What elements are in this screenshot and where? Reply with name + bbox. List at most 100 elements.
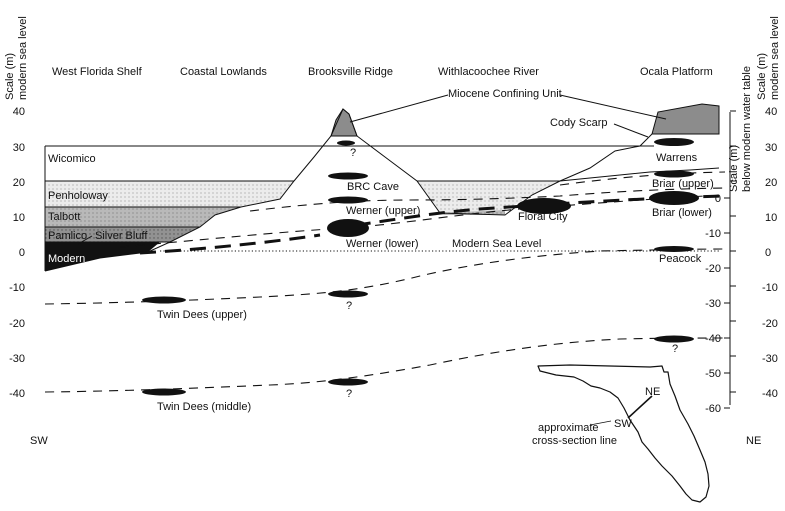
right-axis-sea-labels: 40 30 20 10 0 -10 -20 -30 -40 bbox=[762, 106, 778, 400]
inset-sw-label: SW bbox=[614, 418, 632, 430]
right-tick-neg30: -30 bbox=[762, 353, 778, 365]
pamlico-terrace bbox=[45, 227, 200, 242]
cave-briar-lower bbox=[649, 191, 699, 205]
label-twin-dees-middle: Twin Dees (middle) bbox=[157, 401, 251, 413]
water-tick-neg60: -60 bbox=[705, 403, 721, 415]
miocene-leader-left bbox=[349, 94, 449, 123]
right-axis-sea-ticks bbox=[730, 110, 736, 393]
region-brooksville-ridge: Brooksville Ridge bbox=[308, 66, 393, 78]
water-tick-neg50: -50 bbox=[705, 368, 721, 380]
cave-briar-upper bbox=[654, 170, 694, 178]
region-withlacoochee-river: Withlacoochee River bbox=[438, 66, 539, 78]
label-ne: NE bbox=[746, 435, 761, 447]
miocene-leader-right bbox=[559, 94, 667, 120]
label-penholoway: Penholoway bbox=[48, 190, 108, 202]
right-tick-20: 20 bbox=[765, 177, 777, 189]
cody-scarp-leader bbox=[613, 123, 649, 138]
cave-twin-dees-middle bbox=[142, 388, 186, 396]
cave-ridge-deep2 bbox=[328, 378, 368, 386]
label-miocene: Miocene Confining Unit bbox=[448, 88, 562, 100]
inset-caption-line1: approximate bbox=[538, 422, 599, 434]
left-tick-30: 30 bbox=[13, 142, 25, 154]
label-brc-cave: BRC Cave bbox=[347, 181, 399, 193]
cave-lenses bbox=[142, 138, 699, 396]
cave-floral-city bbox=[517, 198, 571, 214]
label-modern-sea-level: Modern Sea Level bbox=[452, 238, 541, 250]
label-floral-city: Floral City bbox=[518, 211, 568, 223]
silver-bluff-leader bbox=[77, 235, 93, 245]
cave-east-deep bbox=[654, 335, 694, 343]
right-tick-40: 40 bbox=[765, 106, 777, 118]
water-tick-neg20: -20 bbox=[705, 263, 721, 275]
question-ridge-top: ? bbox=[350, 147, 356, 159]
right-tick-neg20: -20 bbox=[762, 318, 778, 330]
terrace-lines bbox=[44, 145, 654, 271]
right-water-title-line2: below modern water table bbox=[741, 66, 753, 192]
dashed-line-upper-east bbox=[559, 171, 726, 186]
right-axes: 40 30 20 10 0 -10 -20 -30 -40 0 -10 -20 … bbox=[705, 16, 781, 415]
bold-dash-lower bbox=[139, 233, 321, 255]
right-tick-neg40: -40 bbox=[762, 388, 778, 400]
left-axis-title-line1: Scale (m) bbox=[4, 53, 16, 100]
question-ridge-deep1: ? bbox=[346, 300, 352, 312]
label-wicomico: Wicomico bbox=[48, 153, 96, 165]
inset-sw-leader bbox=[589, 420, 612, 426]
region-west-florida-shelf: West Florida Shelf bbox=[52, 66, 143, 78]
left-tick-0: 0 bbox=[19, 247, 25, 259]
cave-warrens bbox=[654, 138, 694, 146]
question-east-deep: ? bbox=[672, 343, 678, 355]
label-pamlico: Pamlico bbox=[48, 230, 87, 242]
florida-inset-map: NE SW approximate cross-section line bbox=[532, 364, 710, 503]
label-briar-upper: Briar (upper) bbox=[652, 178, 714, 190]
water-tick-neg40: -40 bbox=[705, 333, 721, 345]
ground-profile-east bbox=[559, 167, 720, 182]
inset-caption-line2: cross-section line bbox=[532, 435, 617, 447]
label-cody-scarp: Cody Scarp bbox=[550, 117, 607, 129]
question-ridge-deep2: ? bbox=[346, 388, 352, 400]
right-water-title-line1: Scale (m) bbox=[728, 145, 740, 192]
cave-ridge-deep1 bbox=[328, 290, 368, 298]
water-tick-0: 0 bbox=[715, 193, 721, 205]
left-tick-10: 10 bbox=[13, 212, 25, 224]
penholoway-river-fill bbox=[417, 181, 560, 213]
label-silver-bluff: Silver Bluff bbox=[95, 230, 148, 242]
water-tick-neg30: -30 bbox=[705, 298, 721, 310]
ground-profile-west bbox=[44, 108, 653, 272]
right-axis-water-ticks bbox=[724, 197, 730, 409]
right-tick-neg10: -10 bbox=[762, 282, 778, 294]
left-tick-neg10: -10 bbox=[9, 282, 25, 294]
left-axis: Scale (m) modern sea level 40 30 20 10 0… bbox=[4, 16, 29, 400]
right-tick-30: 30 bbox=[765, 142, 777, 154]
region-ocala-platform: Ocala Platform bbox=[640, 66, 713, 78]
ground-surface bbox=[44, 108, 720, 272]
feature-labels: Miocene Confining Unit Cody Scarp Modern… bbox=[30, 88, 761, 447]
florida-outline bbox=[537, 364, 710, 503]
talbott-terrace bbox=[45, 207, 241, 227]
right-tick-0: 0 bbox=[765, 247, 771, 259]
right-axis-water-labels: 0 -10 -20 -30 -40 -50 -60 bbox=[705, 193, 721, 415]
dashed-line-twin-dees-middle bbox=[44, 337, 726, 393]
cross-section-line bbox=[627, 395, 653, 419]
region-headers: West Florida Shelf Coastal Lowlands Broo… bbox=[52, 66, 713, 78]
label-twin-dees-upper: Twin Dees (upper) bbox=[157, 309, 247, 321]
right-sea-title-line1: Scale (m) bbox=[756, 53, 768, 100]
label-briar-lower: Briar (lower) bbox=[652, 207, 712, 219]
label-talbott: Talbott bbox=[48, 211, 80, 223]
label-werner-lower: Werner (lower) bbox=[346, 238, 419, 250]
miocene-ridge-cap bbox=[330, 108, 358, 137]
dashed-line-twin-dees-upper bbox=[44, 248, 726, 305]
label-werner-upper: Werner (upper) bbox=[346, 205, 420, 217]
penholoway-terrace bbox=[45, 181, 294, 207]
cave-labels: Warrens BRC Cave Briar (upper) Werner (u… bbox=[157, 147, 714, 413]
left-axis-ticks: 40 30 20 10 0 -10 -20 -30 -40 bbox=[9, 106, 25, 400]
label-modern: Modern bbox=[48, 253, 85, 265]
left-tick-neg30: -30 bbox=[9, 353, 25, 365]
label-warrens: Warrens bbox=[656, 152, 698, 164]
left-tick-20: 20 bbox=[13, 177, 25, 189]
left-tick-neg40: -40 bbox=[9, 388, 25, 400]
cave-werner-upper bbox=[328, 196, 368, 204]
left-axis-title-line2: modern sea level bbox=[17, 16, 29, 100]
water-tick-neg10: -10 bbox=[705, 228, 721, 240]
bold-dash-upper bbox=[329, 194, 726, 231]
